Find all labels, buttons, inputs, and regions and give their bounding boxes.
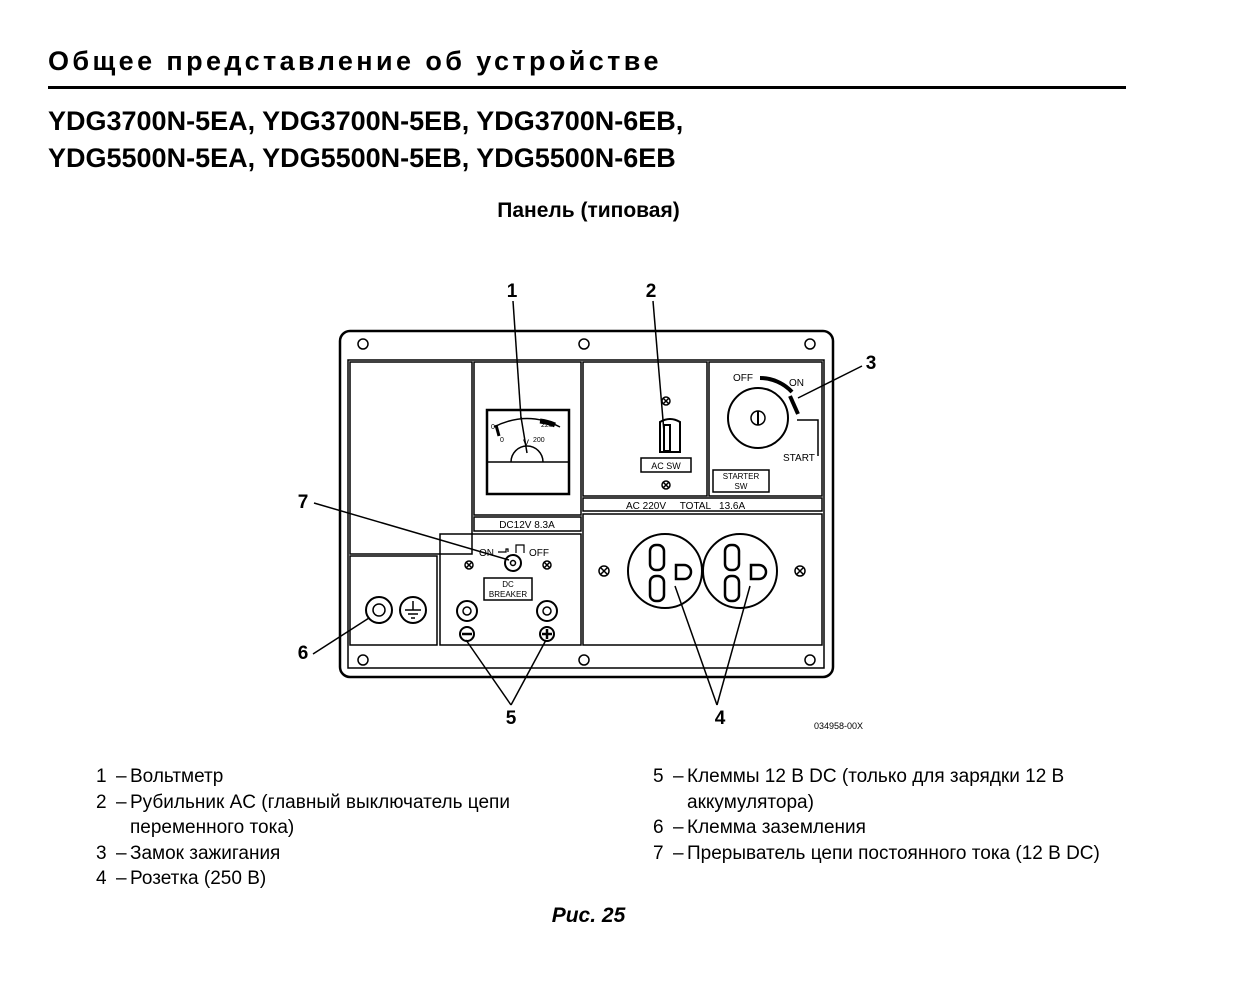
legend-num: 1	[96, 766, 107, 787]
legend-text: Клеммы 12 В DC (только для зарядки 12 В …	[687, 766, 1065, 813]
legend-dash: –	[673, 842, 684, 864]
callout-1: 1	[507, 281, 518, 302]
callout-6: 6	[298, 643, 309, 664]
legend-item: 4–Розетка (250 В)	[96, 866, 566, 892]
panel-outer-frame	[338, 329, 835, 679]
legend-item: 2–Рубильник AC (главный выключатель цепи…	[96, 790, 566, 841]
callout-2: 2	[646, 281, 657, 302]
legend-num: 2	[96, 791, 107, 813]
legend-text: Замок зажигания	[130, 842, 281, 864]
legend-right: 5–Клеммы 12 В DC (только для зарядки 12 …	[653, 764, 1123, 866]
ground-icon	[399, 596, 427, 624]
legend-item: 7–Прерыватель цепи постоянного тока (12 …	[653, 841, 1123, 867]
mounting-holes	[357, 338, 816, 666]
screw-icon	[464, 560, 474, 570]
ac-rating-strip	[582, 497, 823, 512]
ac-rating-label: AC 220V TOTAL 13.6A	[626, 501, 745, 512]
legend-dash: –	[116, 842, 127, 864]
legend-text: Прерыватель цепи постоянного тока (12 В …	[687, 842, 1100, 864]
key-on-label: ON	[789, 378, 804, 389]
figure-caption: Рис. 25	[551, 904, 626, 927]
callout-5: 5	[506, 708, 517, 729]
ac-switch-label: AC SW	[651, 461, 681, 471]
section-heading: Общее представление об устройстве	[48, 46, 662, 76]
legend-left: 1–Вольтметр 2–Рубильник AC (главный выкл…	[96, 764, 566, 892]
legend-num: 5	[653, 766, 664, 787]
heading-rule	[48, 86, 1126, 89]
key-start-label: START	[783, 453, 815, 464]
voltmeter-scale-200: 200	[533, 437, 545, 444]
legend-num: 7	[653, 842, 664, 864]
legend-num: 3	[96, 842, 107, 864]
dc-rating-strip	[473, 516, 582, 532]
ac-outlets	[598, 533, 806, 609]
key-compartment	[708, 361, 823, 497]
dc-breaker-label-2: BREAKER	[489, 590, 527, 599]
legend-text: Вольтметр	[130, 766, 224, 787]
starter-sw-label-2: SW	[735, 482, 748, 491]
screw-icon	[661, 480, 671, 490]
voltmeter-scale-0-inner: 0	[500, 437, 504, 444]
legend-item: 5–Клеммы 12 В DC (только для зарядки 12 …	[653, 764, 1123, 815]
screw-icon	[598, 565, 610, 577]
legend-dash: –	[116, 868, 127, 889]
voltmeter: 0 0 220 200 V	[485, 408, 571, 496]
key-off-label: OFF	[733, 373, 753, 384]
panel-inner-frame	[347, 359, 825, 669]
legend-num: 4	[96, 868, 107, 889]
legend-item: 6–Клемма заземления	[653, 815, 1123, 841]
voltmeter-scale-0: 0	[491, 424, 495, 431]
model-line-1: YDG3700N-5EA, YDG3700N-5EB, YDG3700N-6EB…	[48, 106, 684, 136]
minus-terminal-icon	[459, 626, 475, 642]
legend-text: Рубильник AC (главный выключатель цепи п…	[130, 791, 510, 839]
callout-4: 4	[715, 708, 726, 729]
legend-dash: –	[673, 817, 684, 838]
callout-3: 3	[866, 353, 877, 374]
blank-compartment	[349, 361, 473, 555]
outlet-left	[627, 533, 703, 609]
breaker-off-label: OFF	[529, 548, 549, 559]
dc-compartment	[439, 533, 582, 646]
dc-breaker-label-1: DC	[502, 580, 514, 589]
voltmeter-compartment	[473, 361, 582, 516]
starter-sw-label-1: STARTER	[723, 472, 760, 481]
outlet-compartment	[582, 513, 823, 646]
legend-num: 6	[653, 817, 664, 838]
legend-item: 3–Замок зажигания	[96, 841, 566, 867]
figure-title: Панель (типовая)	[497, 199, 680, 222]
legend-dash: –	[116, 791, 127, 813]
callout-leaders	[312, 300, 863, 706]
ignition-switch: OFF ON START STARTER SW	[712, 373, 819, 493]
voltmeter-unit: V	[523, 438, 529, 448]
screw-icon	[542, 560, 552, 570]
legend-dash: –	[116, 766, 127, 787]
voltmeter-scale-220: 220	[541, 422, 553, 429]
ground-terminal	[365, 596, 427, 624]
ac-main-switch: AC SW	[640, 396, 692, 490]
outlet-right	[702, 533, 778, 609]
legend-item: 1–Вольтметр	[96, 764, 566, 790]
legend-text: Клемма заземления	[687, 817, 866, 838]
ground-compartment	[349, 555, 438, 646]
dc-rating-label: DC12V 8.3A	[499, 520, 555, 531]
legend-text: Розетка (250 В)	[130, 868, 267, 889]
screw-icon	[794, 565, 806, 577]
drawing-code: 034958-00X	[814, 721, 863, 731]
plus-terminal-icon	[539, 626, 555, 642]
model-list: YDG3700N-5EA, YDG3700N-5EB, YDG3700N-6EB…	[48, 103, 683, 177]
legend-dash: –	[673, 766, 684, 787]
ac-switch-compartment	[582, 361, 708, 497]
screw-icon	[661, 396, 671, 406]
callout-7: 7	[298, 492, 309, 513]
model-line-2: YDG5500N-5EA, YDG5500N-5EB, YDG5500N-6EB	[48, 143, 676, 173]
